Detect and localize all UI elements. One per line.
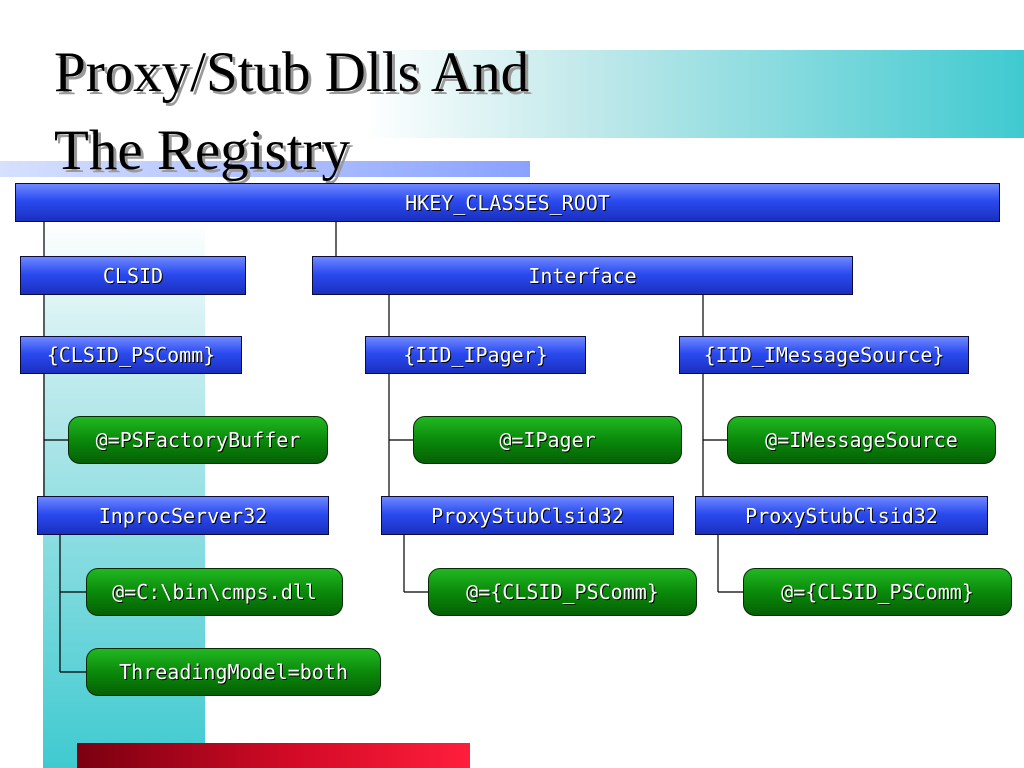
root-key: HKEY_CLASSES_ROOT bbox=[15, 183, 1000, 222]
threading-model-value: ThreadingModel=both bbox=[86, 648, 381, 696]
interface-key: Interface bbox=[312, 256, 853, 295]
slide-title-line-2: The Registry bbox=[54, 119, 351, 182]
bottom-red-bar bbox=[77, 743, 470, 768]
ipager-proxystubclsid32-key: ProxyStubClsid32 bbox=[381, 496, 674, 535]
imessagesource-value: @=IMessageSource bbox=[727, 416, 996, 464]
ipager-value: @=IPager bbox=[413, 416, 682, 464]
header-gradient-band bbox=[365, 50, 1024, 138]
iid-ipager-key: {IID_IPager} bbox=[365, 336, 586, 374]
imessage-proxystubclsid32-key: ProxyStubClsid32 bbox=[695, 496, 988, 535]
psfactorybuffer-value: @=PSFactoryBuffer bbox=[68, 416, 328, 464]
clsid-pscomm-key: {CLSID_PSComm} bbox=[20, 336, 242, 374]
cmps-dll-path-value: @=C:\bin\cmps.dll bbox=[86, 568, 343, 616]
slide-title-line-1: Proxy/Stub Dlls And bbox=[54, 41, 530, 104]
iid-imessagesource-key: {IID_IMessageSource} bbox=[679, 336, 969, 374]
clsid-key: CLSID bbox=[20, 256, 246, 295]
ipager-proxy-clsid-value: @={CLSID_PSComm} bbox=[428, 568, 697, 616]
imessage-proxy-clsid-value: @={CLSID_PSComm} bbox=[743, 568, 1012, 616]
inprocserver32-key: InprocServer32 bbox=[37, 496, 329, 535]
title-underline-stripe bbox=[0, 161, 530, 177]
